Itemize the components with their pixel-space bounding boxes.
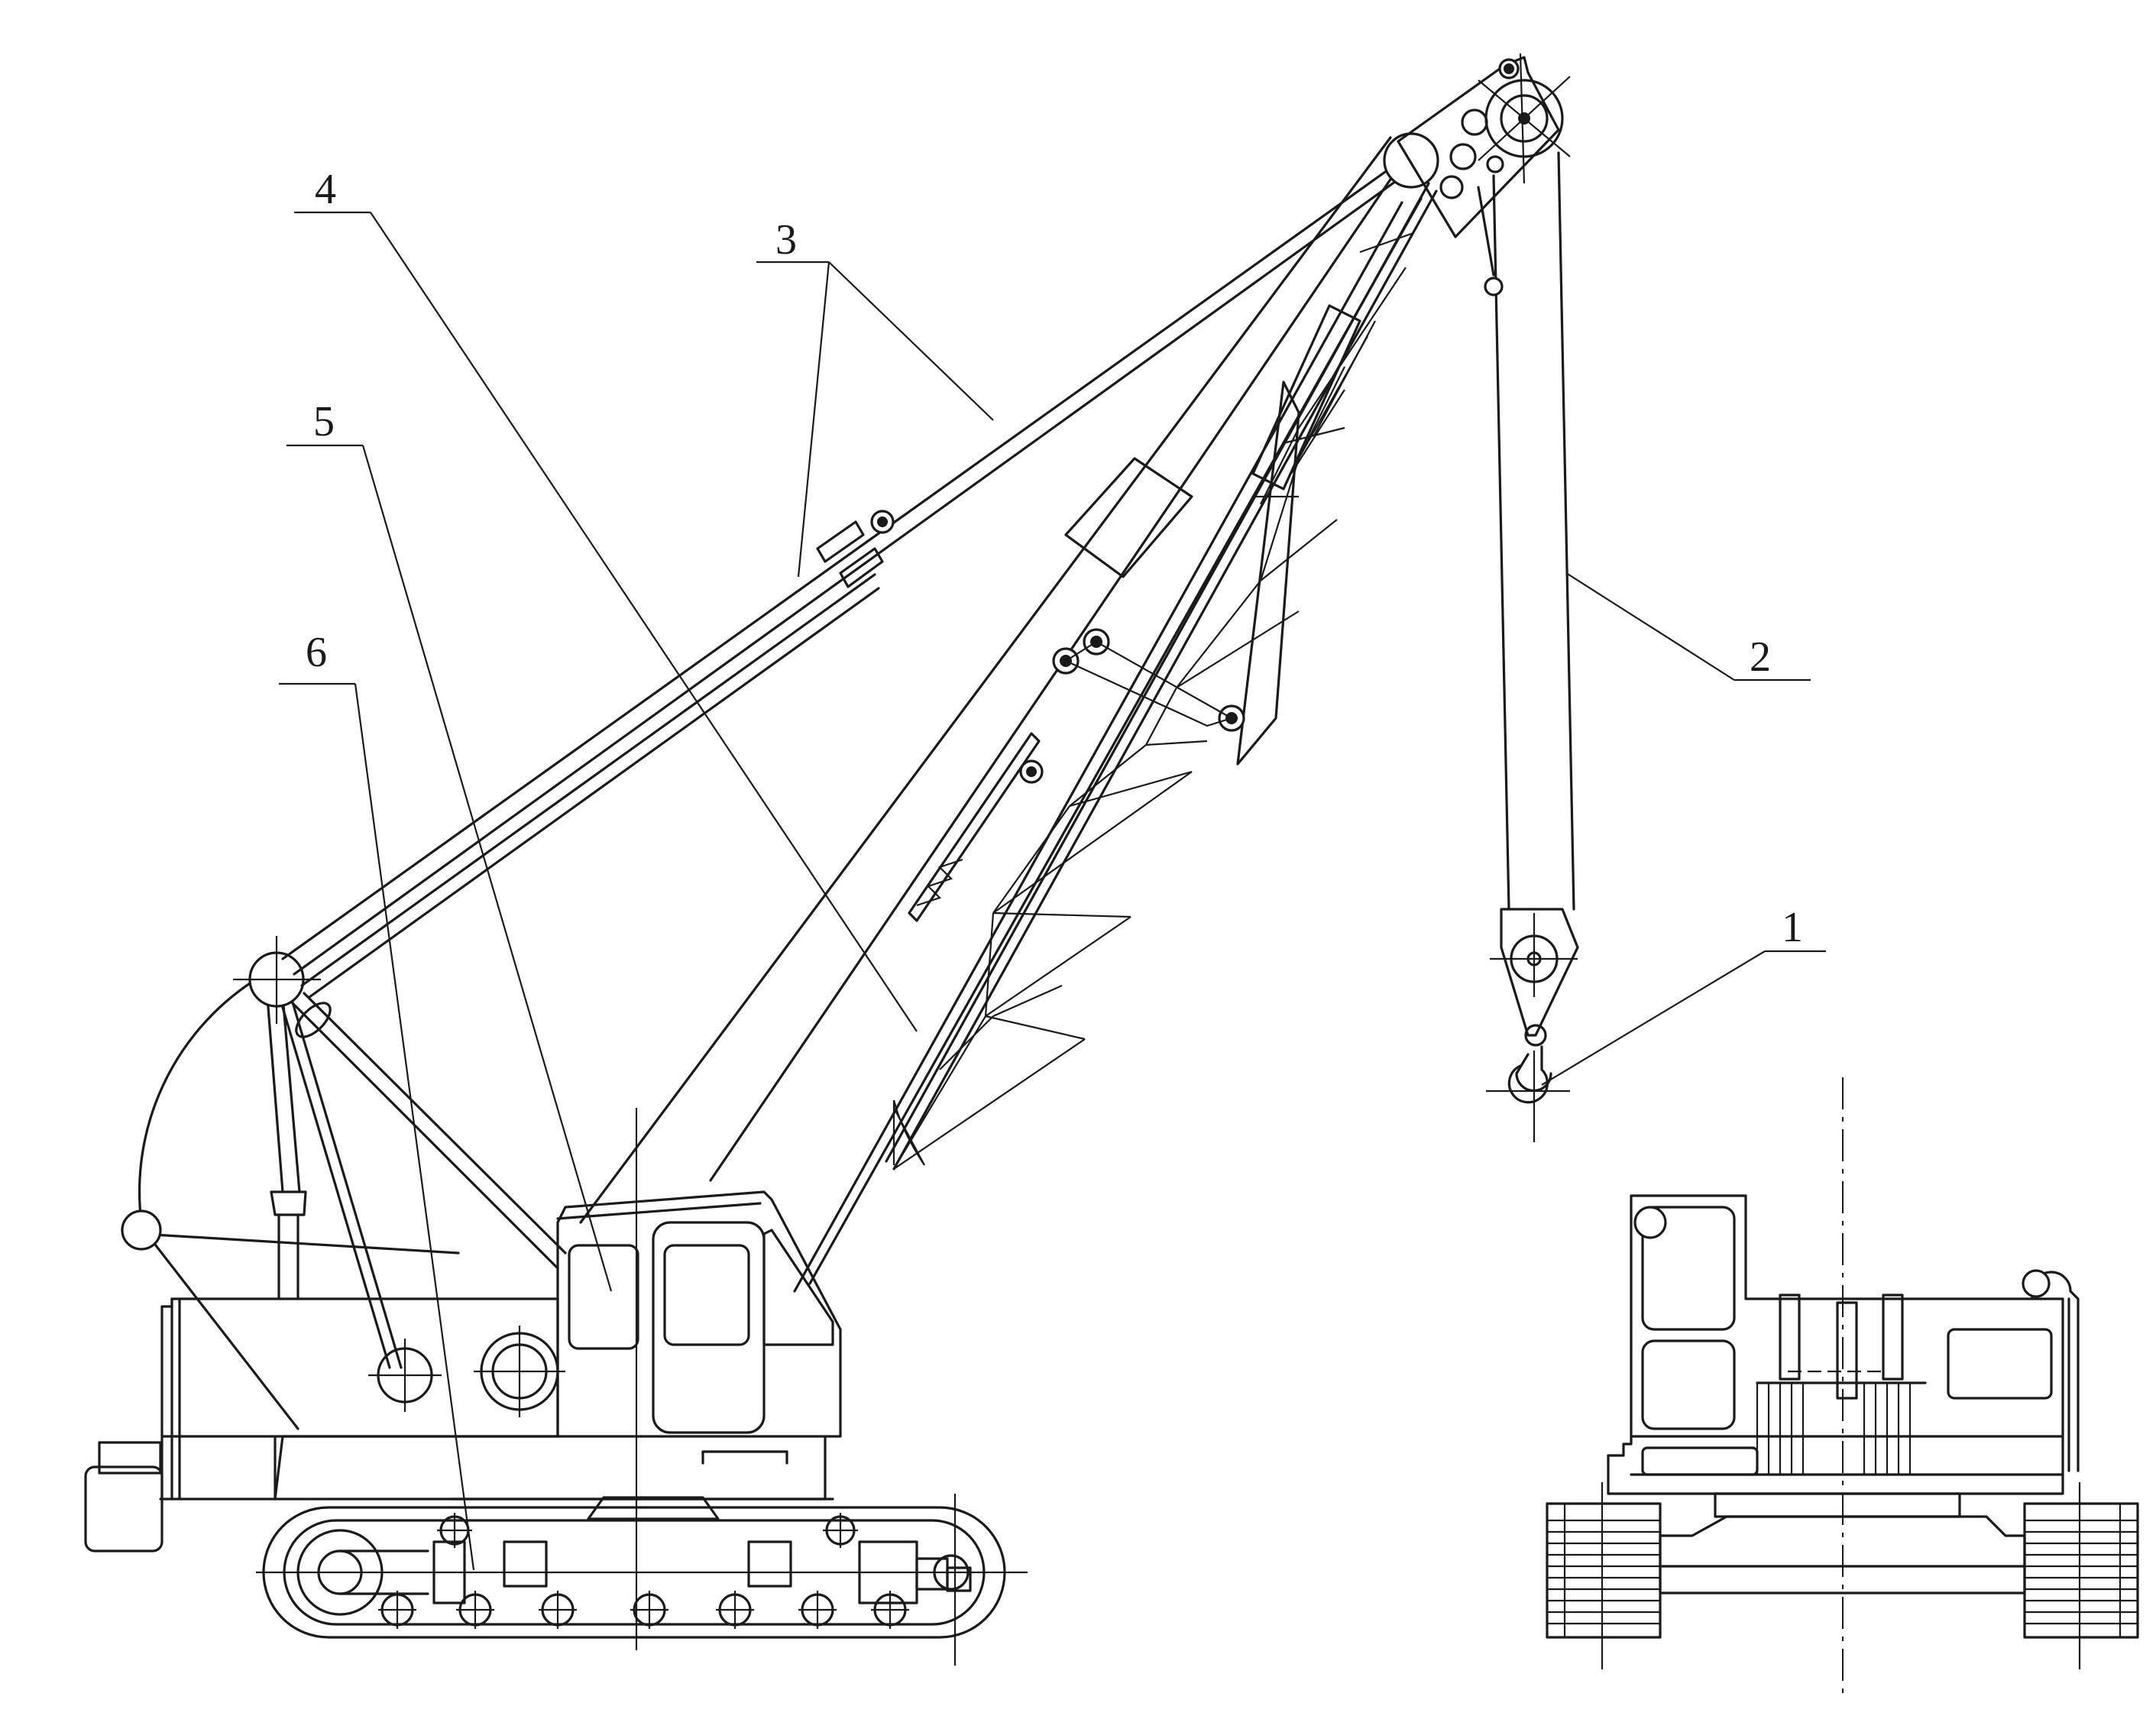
- slewing-ring: [159, 1496, 834, 1520]
- crawler-track: [256, 1494, 1028, 1666]
- front-left-track: [1546, 1482, 1662, 1669]
- boom-pendant-ropes: [281, 167, 1400, 999]
- callout-2: 2: [1750, 633, 1771, 681]
- front-view: [1546, 1077, 2139, 1696]
- front-upper-house: [1607, 1194, 2080, 1495]
- callout-4: 4: [315, 166, 336, 213]
- operator-cab: [556, 1108, 842, 1650]
- callout-labels: 1 2 3 4 5 6: [306, 166, 1803, 951]
- a-frame-mast: [121, 936, 567, 1430]
- callout-1: 1: [1782, 904, 1803, 951]
- track-rollers: [378, 1513, 909, 1629]
- main-boom: [579, 53, 1571, 1293]
- upper-works: [84, 1297, 565, 1553]
- callout-5: 5: [313, 398, 335, 445]
- hook-block: [1477, 151, 1579, 1142]
- leader-lines: [279, 211, 1826, 1571]
- side-view: [84, 53, 1826, 1666]
- callout-6: 6: [306, 629, 327, 676]
- front-right-track: [2023, 1482, 2139, 1669]
- callout-3: 3: [775, 216, 797, 264]
